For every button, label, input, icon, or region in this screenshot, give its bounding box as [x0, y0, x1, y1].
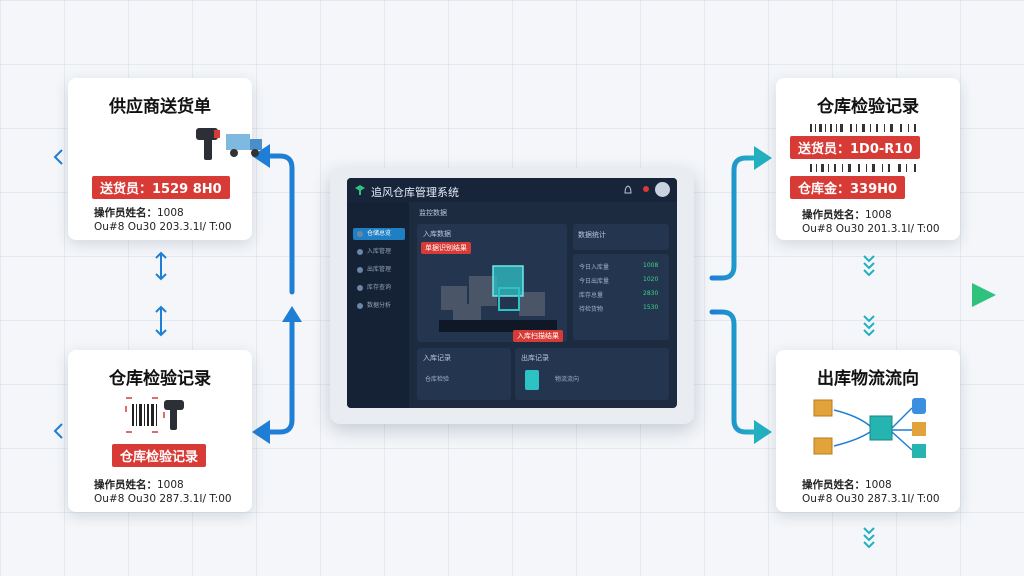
scan-result-tag: 入库扫描结果: [513, 330, 563, 342]
barcode-scanner-icon: [196, 128, 220, 160]
sidebar-item-outbound[interactable]: 出库管理: [353, 264, 405, 276]
delivery-truck-icon: [226, 134, 262, 157]
dashboard-title: 追风仓库管理系统: [371, 186, 459, 199]
branch-to-supplier-arrowhead: [252, 144, 270, 168]
timestamp: Ou#8 Ou30 203.3.1I/ T:00: [94, 221, 232, 233]
sidebar-item-label: 数据分析: [367, 302, 392, 309]
sidebar-item-analytics[interactable]: 数据分析: [353, 300, 405, 312]
inspection-badge: 仓库检验记录: [112, 444, 207, 467]
operator-info: 操作员姓名：1008 Ou#8 Ou30 287.3.1I/ T:00: [802, 478, 940, 506]
chevron-left-icon: [53, 423, 63, 439]
sidebar-item-label: 入库管理: [367, 248, 392, 255]
logo-icon: [355, 185, 365, 195]
sidebar-item-label: 库存查询: [367, 284, 392, 291]
outbound-records-panel: 出库记录 物流流向: [515, 348, 669, 400]
notification-dot: [643, 186, 649, 192]
bell-icon[interactable]: [623, 184, 633, 196]
branch-to-inspection: [709, 155, 759, 281]
section-title: 监控数据: [419, 209, 447, 217]
branch-to-inspection-arrowhead: [754, 146, 772, 170]
branch-to-outbound: [709, 309, 759, 435]
operator-label: 操作员姓名：: [802, 479, 865, 491]
operator-label: 操作员姓名：: [94, 479, 157, 491]
warehouse-inspection-card: 仓库检验记录 送货员：1D0-R10 仓库金：339H0 操作员姓名：1008 …: [776, 78, 960, 240]
operator-value: 1008: [157, 479, 184, 491]
barcode-icon: [810, 124, 916, 132]
double-arrow-vertical-icon: [155, 251, 167, 337]
operator-value: 1008: [865, 479, 892, 491]
supplier-delivery-card: 供应商送货单 送货员：1529 8H0 操作员姓名：1008 Ou#8 Ou30…: [68, 78, 262, 240]
sidebar-dot-icon: [357, 231, 363, 237]
branch-up-arrowhead: [282, 306, 302, 322]
inbound-inspection-card: 仓库检验记录 仓库检验记录 操作员姓名：1008 Ou#8 Ou30 287.3…: [68, 350, 252, 512]
ocr-result-tag: 单据识别结果: [421, 242, 471, 254]
list-item: 物流流向: [555, 376, 580, 383]
device-icon: [525, 370, 539, 390]
barcode-scan-icon: [125, 397, 184, 433]
chevron-down-double-icon: [863, 255, 875, 549]
courier-badge: 送货员：1D0-R10: [790, 136, 921, 159]
logistics-flow-icon: [813, 398, 926, 458]
card-title: 出库物流流向: [817, 369, 919, 389]
storage-badge: 仓库金：339H0: [790, 176, 906, 199]
sidebar-item-label: 仓储总览: [367, 230, 392, 237]
list-item: 仓库检验: [425, 376, 450, 383]
inbound-records-panel: 入库记录 仓库检验: [417, 348, 511, 400]
operator-info: 操作员姓名：1008 Ou#8 Ou30 201.3.1I/ T:00: [802, 208, 940, 236]
warehouse-dashboard: 追风仓库管理系统 仓储总览 入库管理 出库管理 库存查询 数据分析 监控数据 入…: [347, 178, 677, 408]
dashboard-sidebar: 仓储总览 入库管理 出库管理 库存查询 数据分析: [347, 202, 409, 408]
operator-label: 操作员姓名：: [94, 207, 157, 219]
sidebar-item-label: 出库管理: [367, 266, 392, 273]
stats-panel: 数据统计: [573, 224, 669, 250]
operator-value: 1008: [157, 207, 184, 219]
timestamp: Ou#8 Ou30 201.3.1I/ T:00: [802, 223, 940, 235]
sidebar-dot-icon: [357, 249, 363, 255]
barcode-icon: [810, 164, 916, 172]
operator-info: 操作员姓名：1008 Ou#8 Ou30 203.3.1I/ T:00: [94, 206, 232, 234]
avatar[interactable]: [655, 182, 670, 197]
timestamp: Ou#8 Ou30 287.3.1I/ T:00: [94, 493, 232, 505]
chevron-left-icon: [53, 149, 63, 165]
inbound-data-panel: 入库数据 单据识别结果 入库扫描结果: [417, 224, 567, 342]
panel-label: 入库数据: [423, 230, 451, 238]
panel-label: 入库记录: [423, 354, 451, 362]
operator-value: 1008: [865, 209, 892, 221]
sidebar-item-inbound[interactable]: 入库管理: [353, 246, 405, 258]
branch-to-supplier: [265, 153, 295, 295]
courier-badge: 送货员：1529 8H0: [92, 176, 230, 199]
sidebar-item-inventory[interactable]: 库存查询: [353, 282, 405, 294]
sidebar-dot-icon: [357, 267, 363, 273]
warehouse-boxes-illustration: [439, 265, 557, 332]
timestamp: Ou#8 Ou30 287.3.1I/ T:00: [802, 493, 940, 505]
card-title: 供应商送货单: [109, 97, 211, 117]
card-title: 仓库检验记录: [109, 369, 211, 389]
branch-to-outbound-arrowhead: [754, 420, 772, 444]
dashboard-header: 追风仓库管理系统: [347, 178, 677, 202]
panel-label: 出库记录: [521, 354, 549, 362]
outbound-logistics-card: 出库物流流向 操作员姓名：1008 Ou#8 Ou30 287.3.1I/ T:…: [776, 350, 960, 512]
operator-label: 操作员姓名：: [802, 209, 865, 221]
operator-info: 操作员姓名：1008 Ou#8 Ou30 287.3.1I/ T:00: [94, 478, 232, 506]
panel-label: 数据统计: [578, 231, 606, 239]
card-title: 仓库检验记录: [817, 97, 919, 117]
main-flow-arrowhead: [972, 283, 996, 307]
sidebar-dot-icon: [357, 303, 363, 309]
sidebar-item-overview[interactable]: 仓储总览: [353, 228, 405, 240]
sidebar-dot-icon: [357, 285, 363, 291]
branch-to-inbound-arrowhead: [252, 420, 270, 444]
branch-to-inbound: [265, 317, 295, 435]
